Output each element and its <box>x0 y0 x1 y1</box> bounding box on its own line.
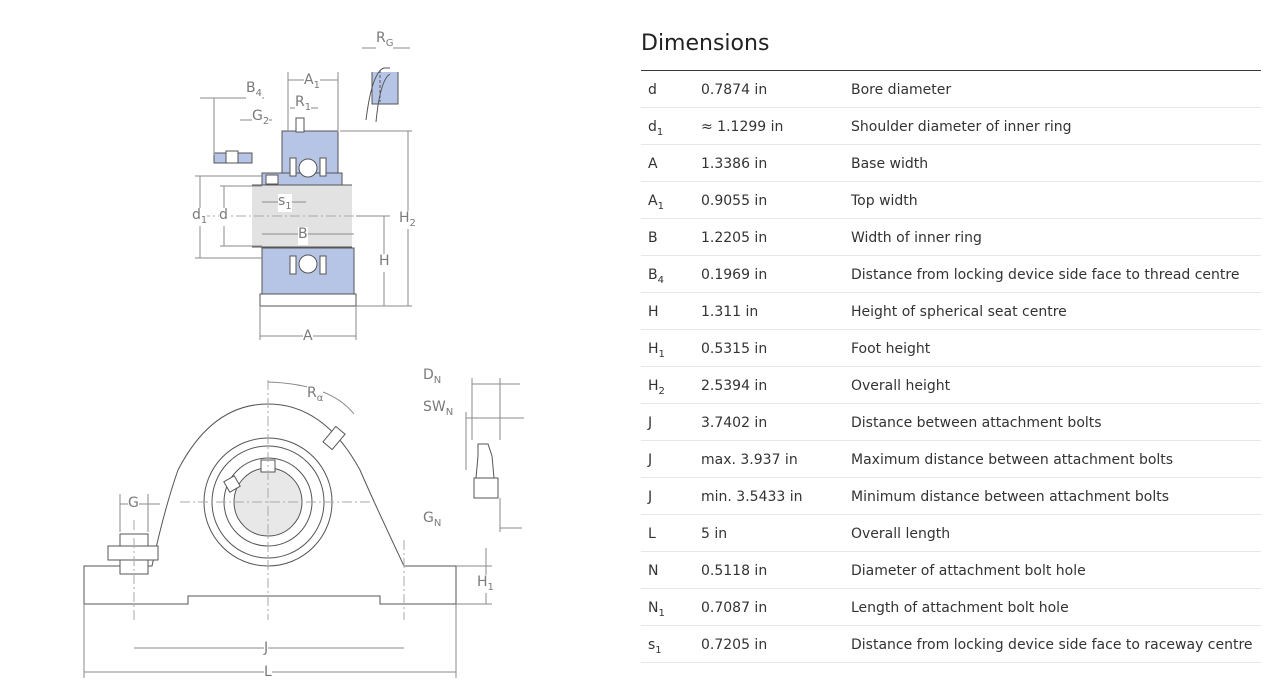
dimension-value: max. 3.937 in <box>701 452 798 468</box>
dimension-description: Diameter of attachment bolt hole <box>851 563 1086 579</box>
housing-foot-section <box>259 293 357 307</box>
dimension-symbol: H1 <box>648 341 665 360</box>
dimension-value: 5 in <box>701 526 728 542</box>
dimension-description: Base width <box>851 156 929 172</box>
dimension-row: H 1.311 in Height of spherical seat centre <box>641 293 1261 330</box>
dimension-value: ≈ 1.1299 in <box>701 119 784 135</box>
label-g2: G2 <box>252 108 270 127</box>
label-b4: B4 <box>246 80 262 99</box>
drawing-svg <box>83 47 524 678</box>
dimension-symbol: J <box>648 489 653 505</box>
dimension-description: Shoulder diameter of inner ring <box>851 119 1072 135</box>
dimension-value: 0.7087 in <box>701 600 768 616</box>
dimension-description: Minimum distance between attachment bolt… <box>851 489 1169 505</box>
dimension-symbol: s1 <box>648 637 662 656</box>
dimension-symbol: d1 <box>648 119 664 138</box>
dimension-value: 1.2205 in <box>701 230 768 246</box>
dimension-symbol: J <box>648 415 653 431</box>
label-d1: d1 <box>192 207 208 226</box>
dimension-description: Height of spherical seat centre <box>851 304 1067 320</box>
label-r1: R1 <box>295 94 312 113</box>
dimension-symbol: N1 <box>648 600 665 619</box>
ball-top <box>298 158 318 178</box>
label-a1: A1 <box>304 72 320 91</box>
dimension-row: A 1.3386 in Base width <box>641 145 1261 182</box>
dimension-description: Top width <box>851 193 918 209</box>
label-a: A <box>303 329 313 347</box>
dimension-value: 1.311 in <box>701 304 759 320</box>
dimension-symbol: B4 <box>648 267 664 286</box>
label-h: H <box>379 254 390 272</box>
label-swn: SWN <box>423 399 454 418</box>
dimension-description: Overall height <box>851 378 951 394</box>
label-s1: s1 <box>278 193 292 212</box>
dimension-value: 1.3386 in <box>701 156 768 172</box>
label-b: B <box>298 227 308 245</box>
dimension-description: Distance from locking device side face t… <box>851 267 1240 283</box>
label-g: G <box>128 496 139 514</box>
dimension-value: 2.5394 in <box>701 378 768 394</box>
dimension-row: d1 ≈ 1.1299 in Shoulder diameter of inner … <box>641 108 1261 145</box>
dimension-row: d 0.7874 in Bore diameter <box>641 71 1261 108</box>
label-l: L <box>264 665 272 683</box>
dimension-symbol: A1 <box>648 193 664 212</box>
dimension-row: B 1.2205 in Width of inner ring <box>641 219 1261 256</box>
dimension-symbol: B <box>648 230 658 246</box>
label-rg: RG <box>376 30 394 49</box>
dimensions-table: d 0.7874 in Bore diameter d1 ≈ 1.1299 in Shou… <box>641 71 1261 663</box>
label-h2: H2 <box>399 210 416 229</box>
dimension-symbol: J <box>648 452 653 468</box>
dimension-description: Distance from locking device side face t… <box>851 637 1253 653</box>
dimension-description: Overall length <box>851 526 951 542</box>
dimension-row: J 3.7402 in Distance between attachment bo… <box>641 404 1261 441</box>
dimension-row: H1 0.5315 in Foot height <box>641 330 1261 367</box>
dimension-symbol: A <box>648 156 658 172</box>
dimension-description: Length of attachment bolt hole <box>851 600 1069 616</box>
dimension-value: 0.1969 in <box>701 267 768 283</box>
dimension-row: B4 0.1969 in Distance from locking device … <box>641 256 1261 293</box>
dimensions-panel: Dimensions d 0.7874 in Bore diameter d1 ≈ 1.… <box>641 26 1261 663</box>
ball-bottom <box>298 254 318 274</box>
dimension-row: A1 0.9055 in Top width <box>641 182 1261 219</box>
dimension-row: H2 2.5394 in Overall height <box>641 367 1261 404</box>
dimension-symbol: H <box>648 304 659 320</box>
dimension-symbol: H2 <box>648 378 665 397</box>
dimension-description: Foot height <box>851 341 931 357</box>
technical-drawing: RG A1 B4 R1 G2 d1 d s1 B H2 H A Rα DN SW… <box>0 0 620 683</box>
dimensions-title: Dimensions <box>641 26 1261 71</box>
dimension-value: min. 3.5433 in <box>701 489 803 505</box>
dimension-description: Distance between attachment bolts <box>851 415 1102 431</box>
dimension-description: Maximum distance between attachment bolt… <box>851 452 1174 468</box>
dimension-row: s1 0.7205 in Distance from locking device … <box>641 626 1261 663</box>
dimension-value: 0.7205 in <box>701 637 768 653</box>
dimension-value: 0.5118 in <box>701 563 768 579</box>
label-ralpha: Rα <box>307 385 324 404</box>
label-h1: H1 <box>477 574 494 593</box>
label-dn: DN <box>423 367 442 386</box>
dimension-value: 0.7874 in <box>701 82 768 98</box>
label-d: d <box>219 208 228 226</box>
dimension-value: 0.9055 in <box>701 193 768 209</box>
dimension-value: 0.5315 in <box>701 341 768 357</box>
dimension-description: Width of inner ring <box>851 230 982 246</box>
label-j: J <box>264 641 269 659</box>
dimension-row: N1 0.7087 in Length of attachment bolt hol… <box>641 589 1261 626</box>
dimension-row: L 5 in Overall length <box>641 515 1261 552</box>
dimension-row: N 0.5118 in Diameter of attachment bolt ho… <box>641 552 1261 589</box>
dimension-symbol: N <box>648 563 659 579</box>
dimension-description: Bore diameter <box>851 82 952 98</box>
label-gn: GN <box>423 510 442 529</box>
dimension-value: 3.7402 in <box>701 415 768 431</box>
dimension-symbol: L <box>648 526 656 542</box>
dimension-symbol: d <box>648 82 657 98</box>
